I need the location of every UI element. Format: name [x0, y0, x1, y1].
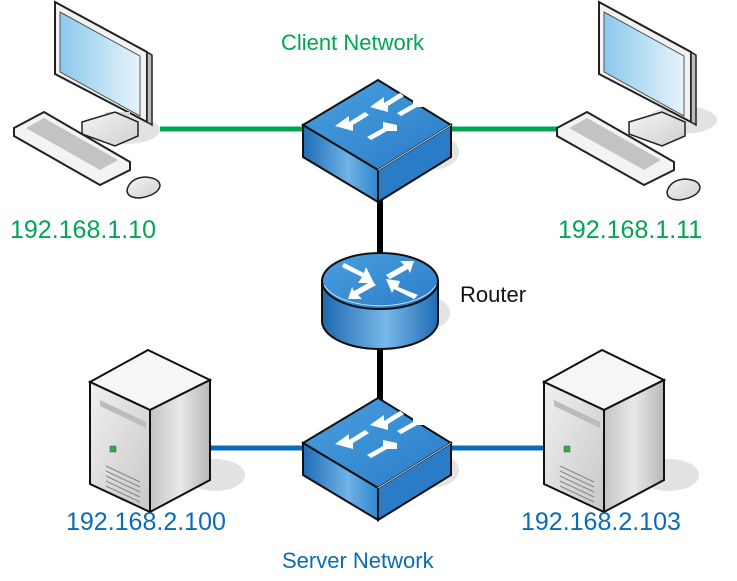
client-1-ip-label: 192.168.1.10	[10, 216, 156, 244]
server-tower-icon[interactable]	[87, 348, 245, 514]
switch-icon[interactable]	[301, 396, 459, 522]
desktop-computer-icon[interactable]	[13, 0, 161, 199]
client-2-ip-label: 192.168.1.11	[558, 216, 703, 244]
server-network-label: Server Network	[282, 548, 434, 573]
links	[160, 126, 560, 451]
desktop-computer-icon[interactable]	[556, 0, 717, 201]
switch-icon[interactable]	[301, 78, 459, 204]
router-icon[interactable]	[321, 252, 450, 350]
server-2-ip-label: 192.168.2.103	[521, 508, 681, 536]
router-label: Router	[460, 282, 527, 307]
server-1-ip-label: 192.168.2.100	[66, 508, 226, 536]
client-network-label: Client Network	[281, 30, 425, 55]
server-tower-icon[interactable]	[541, 348, 699, 514]
